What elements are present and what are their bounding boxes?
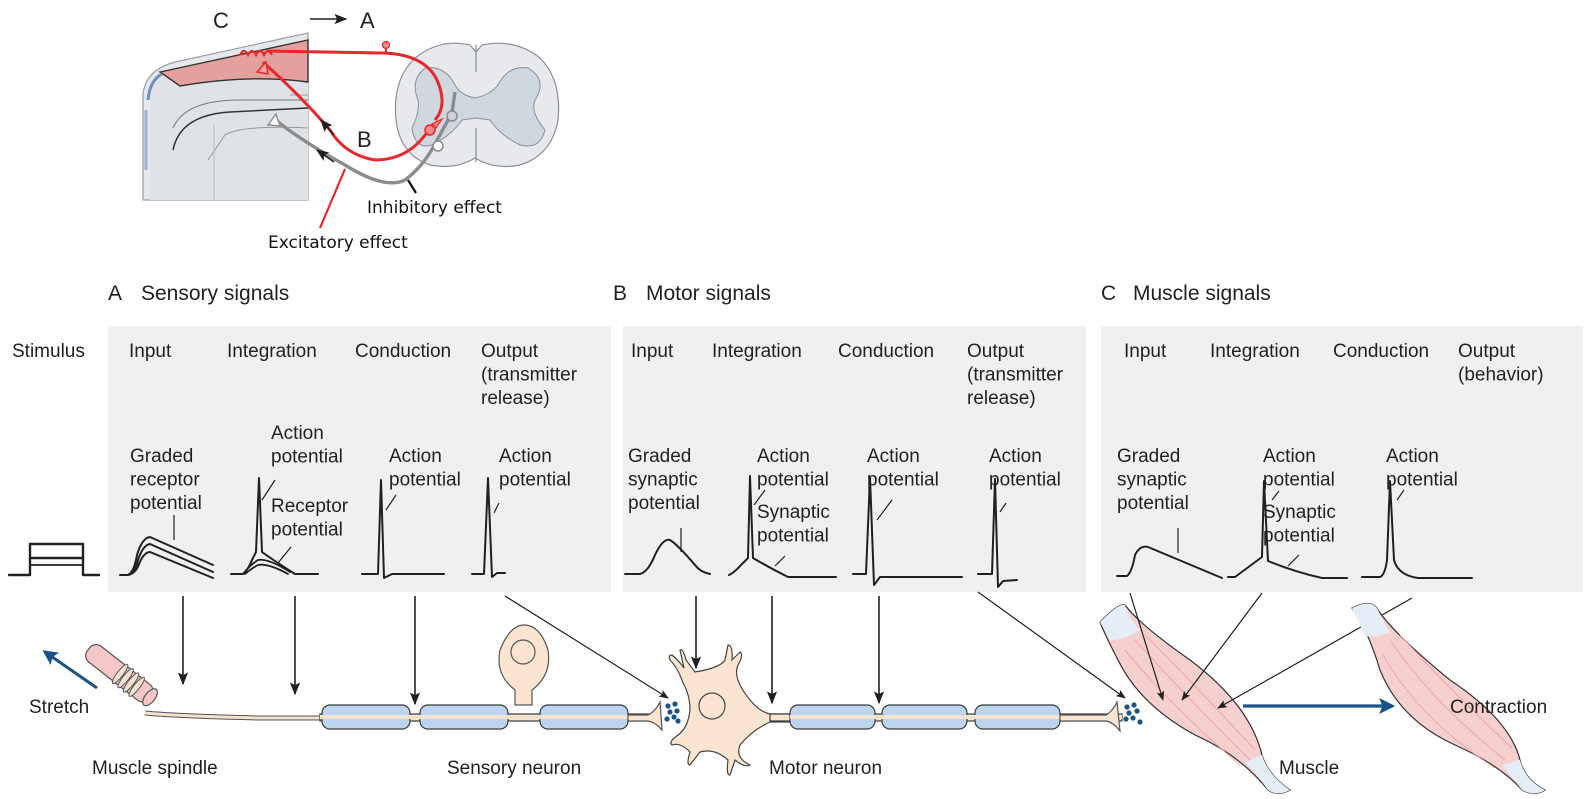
panel-a-title: Sensory signals bbox=[141, 282, 289, 305]
panel-a-background bbox=[108, 326, 611, 592]
waveform-c-conduction bbox=[1361, 480, 1473, 579]
excitatory-callout-line bbox=[318, 168, 347, 229]
column-heading: Integration bbox=[227, 341, 317, 362]
arrow-a-output bbox=[504, 595, 669, 699]
column-heading: Conduction bbox=[838, 341, 934, 362]
interneuron-icon bbox=[432, 140, 444, 152]
direction-arrow-icon bbox=[315, 149, 335, 163]
myelin-sheaths-sensory bbox=[320, 704, 660, 730]
direction-arrow-icon bbox=[320, 119, 335, 136]
knee-joint bbox=[142, 32, 309, 201]
motor-neuron-soma-icon bbox=[424, 124, 436, 136]
motor-neuron-label: Motor neuron bbox=[769, 758, 882, 779]
panel-a-header: A Sensory signals bbox=[108, 282, 289, 305]
column-heading: Conduction bbox=[1333, 341, 1429, 362]
waveform-b-conduction bbox=[852, 476, 963, 586]
waveform-b-input bbox=[624, 528, 711, 575]
waveform-a-integration bbox=[230, 477, 319, 575]
panel-c-header: C Muscle signals bbox=[1101, 282, 1271, 305]
column-heading: Input bbox=[1124, 341, 1167, 362]
excitatory-effect-label: Excitatory effect bbox=[268, 233, 408, 253]
panel-a-letter: A bbox=[108, 282, 122, 305]
stretch-arrow-icon bbox=[42, 650, 98, 690]
sensory-terminal bbox=[627, 699, 663, 732]
vesicles-motor bbox=[1123, 702, 1143, 725]
waveform-a-output bbox=[471, 477, 506, 578]
waveform-a-conduction bbox=[361, 479, 445, 579]
inhibitory-callout-line bbox=[407, 179, 417, 194]
inhibitory-pathway bbox=[271, 91, 457, 185]
sensory-cell-body-icon bbox=[381, 40, 391, 50]
muscle-relaxed bbox=[1099, 604, 1292, 795]
panel-b-letter: B bbox=[613, 282, 627, 305]
waveforms bbox=[119, 475, 1473, 588]
waveform-c-integration bbox=[1227, 480, 1348, 579]
column-heading: Input bbox=[631, 341, 674, 362]
sensory-neuron-label: Sensory neuron bbox=[447, 758, 581, 779]
column-heading: Integration bbox=[712, 341, 802, 362]
excitatory-pathway-afferent bbox=[266, 49, 444, 121]
motor-terminal bbox=[1059, 699, 1121, 734]
spindle-coil-icon bbox=[239, 49, 273, 58]
motor-neuron-soma bbox=[668, 644, 791, 776]
myelin-sheaths-motor bbox=[789, 704, 1122, 730]
panel-c-background bbox=[1101, 326, 1583, 592]
label-c: C bbox=[213, 8, 229, 33]
muscle-label: Muscle bbox=[1279, 758, 1339, 779]
muscle-contracted bbox=[1351, 602, 1547, 795]
stimulus-step-icon bbox=[7, 542, 101, 577]
signal-arrows bbox=[177, 591, 1126, 706]
muscle-spindle-icon bbox=[85, 643, 158, 707]
panel-b-background bbox=[623, 326, 1086, 592]
vesicles-sensory bbox=[664, 701, 681, 724]
column-heading: Output(behavior) bbox=[1458, 341, 1544, 386]
stretch-label: Stretch bbox=[29, 697, 89, 718]
stimulus-label: Stimulus bbox=[12, 341, 85, 362]
waveform-b-output bbox=[977, 478, 1018, 588]
inhibitory-terminal-icon bbox=[266, 112, 281, 127]
column-heading: Conduction bbox=[355, 341, 451, 362]
panel-c-title: Muscle signals bbox=[1133, 282, 1271, 305]
motor-terminal-icon bbox=[255, 60, 269, 75]
muscle-spindle-label: Muscle spindle bbox=[92, 758, 218, 779]
excitatory-pathway-efferent bbox=[262, 60, 432, 162]
interneuron-icon bbox=[446, 110, 458, 122]
contraction-label: Contraction bbox=[1450, 697, 1547, 718]
inhibitory-effect-label: Inhibitory effect bbox=[367, 198, 502, 218]
sensory-neuron-soma bbox=[498, 624, 550, 706]
column-heading: Input bbox=[129, 341, 172, 362]
panel-b-header: B Motor signals bbox=[613, 282, 771, 305]
waveform-b-integration bbox=[728, 475, 837, 578]
panel-c-letter: C bbox=[1101, 282, 1116, 305]
panel-b-title: Motor signals bbox=[646, 282, 771, 305]
column-heading: Integration bbox=[1210, 341, 1300, 362]
knee-reflex-illustration: C A B Inhibitory effect Excitatory effec… bbox=[142, 8, 560, 253]
label-b: B bbox=[357, 127, 372, 152]
waveform-a-input bbox=[119, 515, 214, 579]
waveform-c-input bbox=[1116, 528, 1223, 579]
arrow-b-output bbox=[977, 591, 1126, 699]
label-a: A bbox=[360, 8, 375, 33]
